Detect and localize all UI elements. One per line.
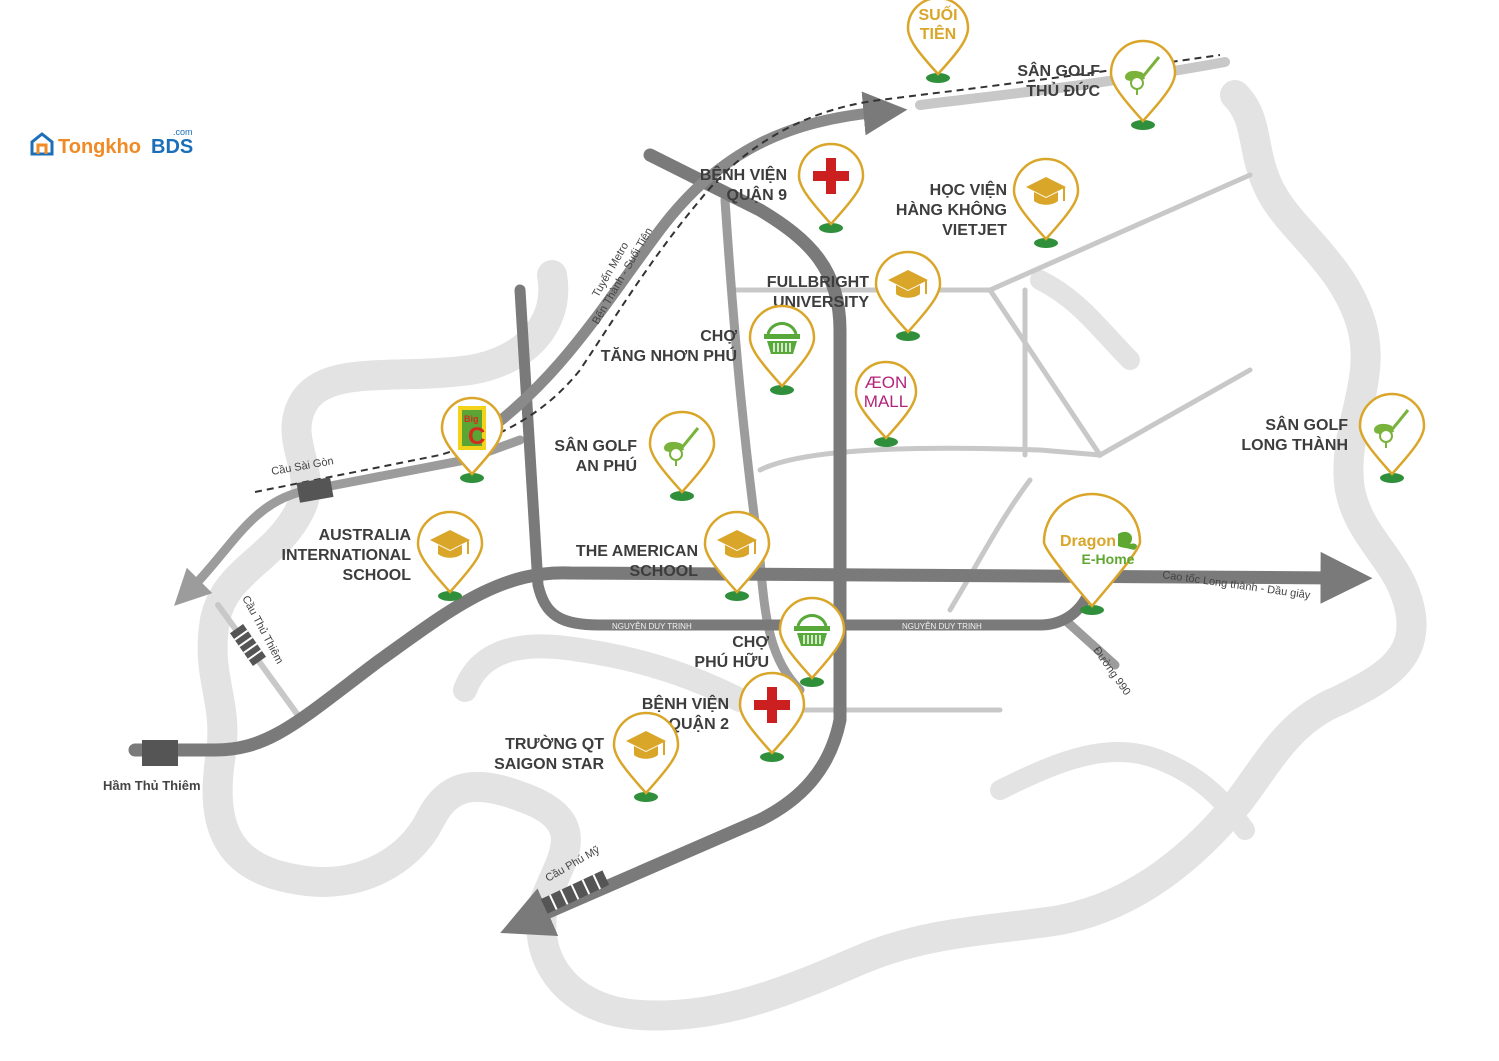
pin-base: [926, 73, 950, 83]
pin-base: [438, 591, 462, 601]
poi-benh-vien-q9[interactable]: [797, 142, 865, 233]
poi-hoc-vien-vietjet[interactable]: [1012, 157, 1080, 248]
metro-line: [254, 54, 1221, 493]
river: [197, 80, 1427, 1031]
hospital-cross-icon: [754, 687, 790, 723]
poi-golf-thu-duc[interactable]: [1109, 39, 1177, 130]
minor-roads: [215, 172, 1253, 721]
house-icon: [30, 132, 54, 156]
poi-golf-long-thanh[interactable]: [1358, 392, 1426, 483]
svg-text:Big: Big: [464, 414, 479, 424]
hospital-cross-icon: [813, 158, 849, 194]
poi-benh-vien-q2[interactable]: [738, 671, 806, 762]
graduation-cap-icon: [1026, 177, 1066, 205]
pin-base: [1080, 605, 1104, 615]
cau-phu-my-bridge: [540, 870, 610, 914]
graduation-cap-icon: [430, 530, 470, 558]
cau-thu-thiem-bridge: [229, 624, 267, 666]
svg-text:Dragon: Dragon: [1060, 533, 1116, 550]
pin-base: [800, 677, 824, 687]
poi-cho-phu-huu[interactable]: [778, 596, 846, 687]
svg-text:E-Home: E-Home: [1082, 551, 1135, 567]
pin-marker: [854, 360, 918, 440]
svg-text:C: C: [468, 423, 485, 450]
pin-base: [819, 223, 843, 233]
ham-thu-thiem-label: Hầm Thủ Thiêm: [103, 778, 201, 793]
pin-base: [874, 437, 898, 447]
poi-australia-school[interactable]: [416, 510, 484, 601]
poi-fullbright[interactable]: [874, 250, 942, 341]
poi-golf-an-phu[interactable]: [648, 410, 716, 501]
golf-icon: [664, 427, 700, 466]
graduation-cap-icon: [717, 530, 757, 558]
pin-marker: [1042, 492, 1142, 608]
graduation-cap-icon: [888, 270, 928, 298]
pin-base: [670, 491, 694, 501]
pin-base: [1131, 120, 1155, 130]
basket-icon: [764, 322, 800, 354]
pin-base: [760, 752, 784, 762]
nguyen-duy-trinh-label-1: NGUYỄN DUY TRINH: [612, 622, 692, 631]
bridges: [142, 477, 610, 914]
nguyen-duy-trinh-label-2: NGUYỄN DUY TRINH: [902, 622, 982, 631]
logo-text-part2: BDS: [151, 136, 193, 158]
pin-base: [896, 331, 920, 341]
ham-thu-thiem-tunnel: [142, 740, 178, 766]
duong-990-label: Đường 990: [1091, 645, 1133, 698]
cau-sai-gon-bridge: [296, 477, 334, 503]
pin-base: [725, 591, 749, 601]
main-roads: [128, 148, 1373, 937]
logo-text-part1: Tongkho: [58, 136, 141, 158]
golf-icon: [1125, 56, 1161, 95]
poi-saigon-star[interactable]: [612, 711, 680, 802]
pin-base: [634, 792, 658, 802]
golf-icon: [1374, 409, 1410, 448]
poi-cho-tang-nhon-phu[interactable]: [748, 304, 816, 395]
pin-base: [1034, 238, 1058, 248]
tongkho-logo[interactable]: Tongkho BDS .com: [30, 127, 193, 158]
xa-lo-ha-noi: [469, 57, 1230, 446]
graduation-cap-icon: [626, 731, 666, 759]
poi-american-school[interactable]: [703, 510, 771, 601]
basket-icon: [794, 614, 830, 646]
pin-marker: [906, 0, 970, 76]
dragon-icon: [1118, 531, 1137, 550]
pin-base: [460, 473, 484, 483]
pin-base: [770, 385, 794, 395]
logo-suffix: .com: [173, 127, 193, 137]
pin-base: [1380, 473, 1404, 483]
